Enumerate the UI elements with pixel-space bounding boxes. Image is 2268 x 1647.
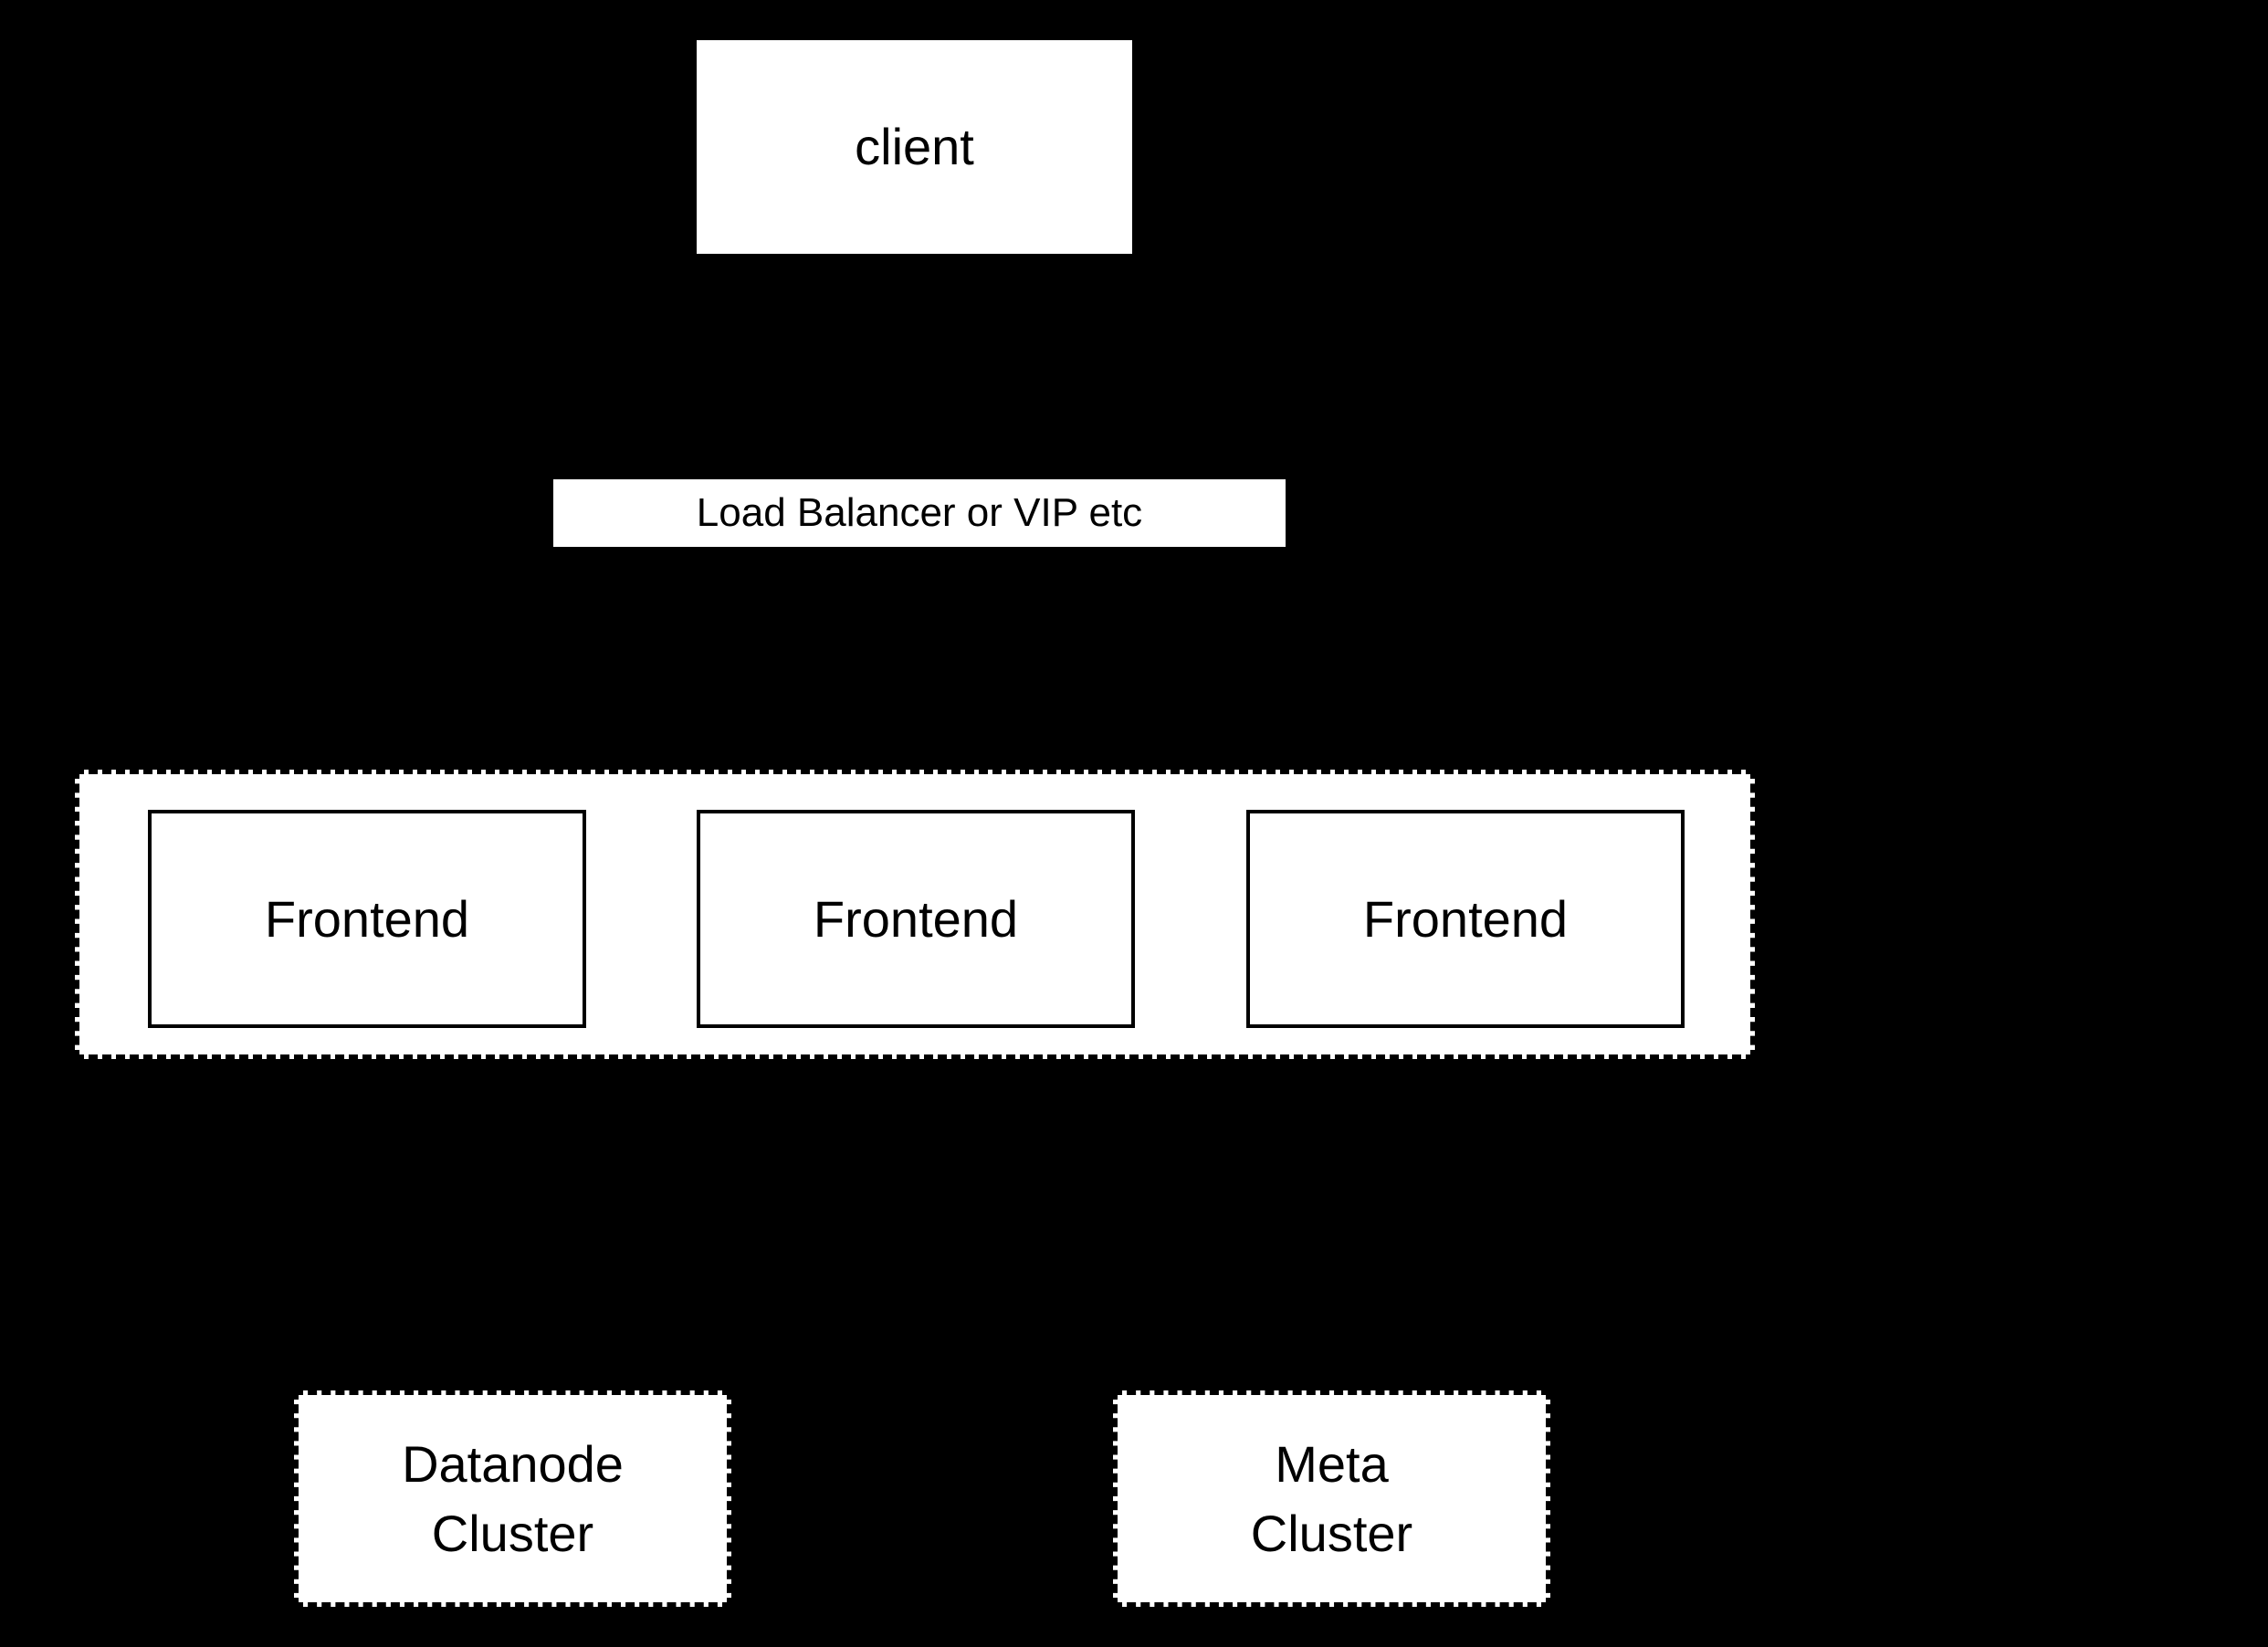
meta-cluster-label-line1: Meta [1275,1434,1389,1493]
frontend-node-3-label: Frontend [1362,889,1569,948]
frontend-node-2: Frontend [697,810,1135,1028]
frontend-node-3: Frontend [1246,810,1685,1028]
frontend-node-1-label: Frontend [264,889,470,948]
datanode-cluster-label-line2: Cluster [431,1504,594,1562]
load-balancer-label: Load Balancer or VIP etc [696,490,1143,536]
frontend-group-container: Frontend Frontend Frontend [75,770,1755,1059]
meta-cluster-label-line2: Cluster [1250,1504,1413,1562]
frontend-node-2-label: Frontend [813,889,1019,948]
load-balancer-node: Load Balancer or VIP etc [553,479,1286,547]
datanode-cluster-label-line1: Datanode [402,1434,624,1493]
client-node: client [697,40,1132,254]
frontend-node-1: Frontend [148,810,586,1028]
client-node-label: client [855,118,974,176]
